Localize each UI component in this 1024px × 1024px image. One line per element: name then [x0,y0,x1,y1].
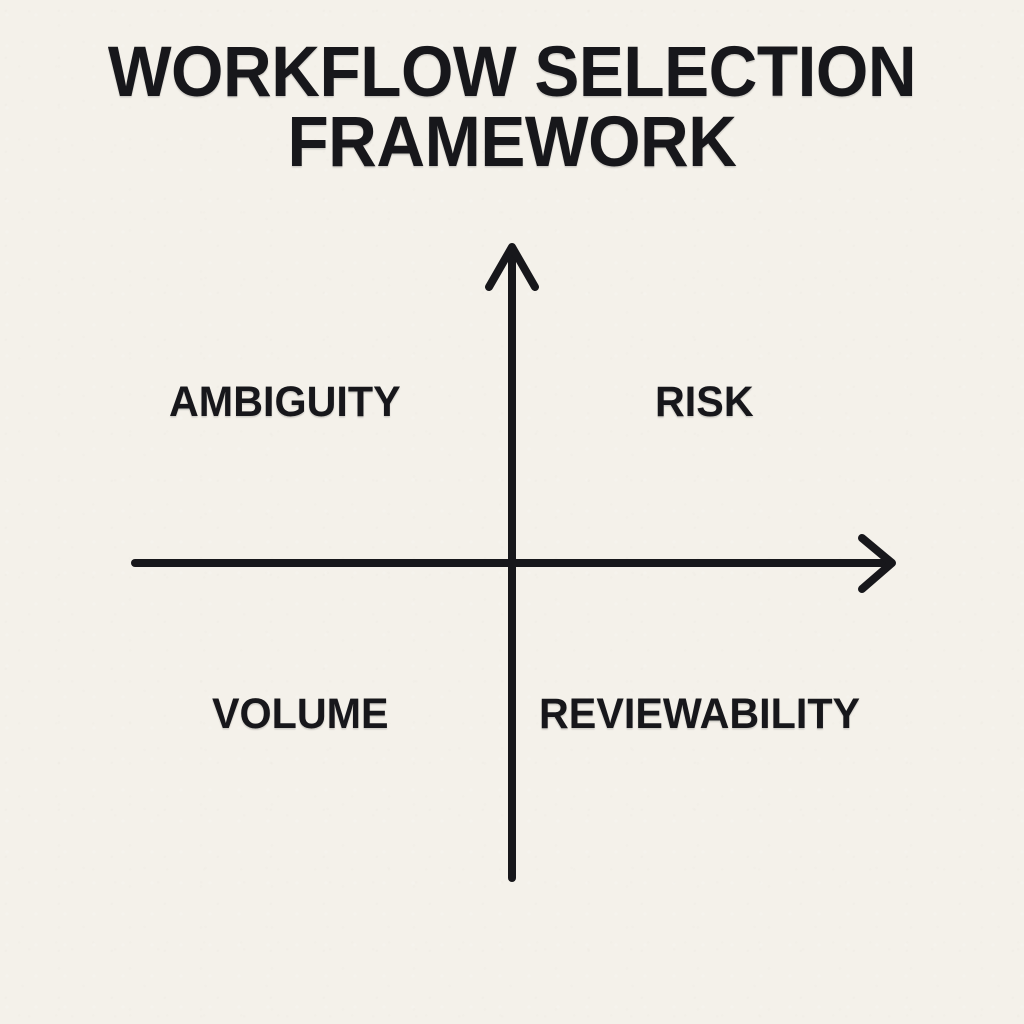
arrow-right-icon [858,534,896,593]
page-title: WORKFLOW SELECTION FRAMEWORK [26,33,999,182]
arrow-up-icon [485,243,539,291]
quadrant-label-top-right: RISK [655,378,754,426]
quadrant-label-bottom-left: VOLUME [212,690,389,738]
page-title-line-2: FRAMEWORK [287,103,737,182]
page-title-line-1: WORKFLOW SELECTION [107,33,917,112]
quadrant-label-top-left: AMBIGUITY [169,378,401,426]
quadrant-label-bottom-right: REVIEWABILITY [539,690,861,738]
